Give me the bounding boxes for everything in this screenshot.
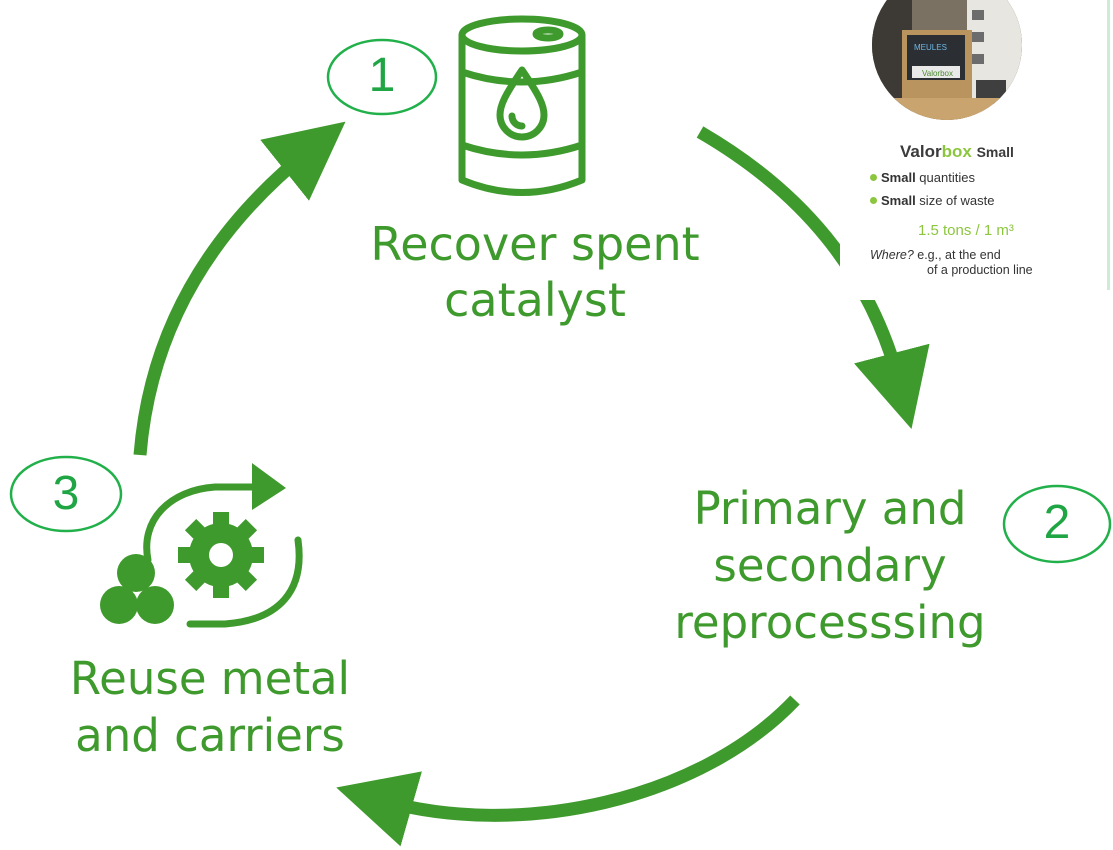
metal-reuse-gear-icon — [100, 463, 303, 628]
valorbox-product-card: MEULES Valorbox Valorbox Small Small qua… — [840, 0, 1113, 300]
bullet-dot-icon — [870, 197, 877, 204]
step-2-label-line: secondary — [713, 539, 947, 592]
valorbox-photo-illustration: MEULES Valorbox — [872, 0, 1022, 120]
step-2-label-line: reprocesssing — [674, 596, 986, 649]
product-size: Small — [976, 144, 1014, 160]
bullet-bold: Small — [881, 170, 916, 185]
step-3-label: Reuse metal and carriers — [40, 650, 380, 764]
step-3-number-circle — [9, 455, 123, 533]
step-1-label-line: catalyst — [444, 273, 626, 327]
product-bullet: Small quantities — [870, 170, 975, 185]
photo-label-valorbox: Valorbox — [922, 69, 953, 78]
where-line-1: e.g., at the end — [913, 248, 1001, 262]
product-bullet: Small size of waste — [870, 193, 994, 208]
product-brand-part2: box — [941, 142, 972, 161]
valorbox-photo: MEULES Valorbox — [872, 0, 1022, 120]
step-3-label-line: Reuse metal — [69, 652, 351, 705]
step-1-label: Recover spent catalyst — [330, 216, 740, 328]
bullet-text: size of waste — [915, 193, 995, 208]
arrow-step2-to-step3 — [336, 695, 800, 847]
step-3-label-line: and carriers — [75, 709, 345, 762]
arrow-step3-to-step1 — [133, 121, 346, 456]
step-2-label: Primary and secondary reprocesssing — [630, 480, 1030, 651]
step-2-number: 2 — [1043, 496, 1071, 549]
oil-barrel-icon — [458, 15, 586, 196]
bullet-dot-icon — [870, 174, 877, 181]
where-line-2: of a production line — [927, 263, 1033, 277]
step-1-number-circle — [326, 38, 438, 116]
product-capacity: 1.5 tons / 1 m³ — [918, 222, 1014, 239]
step-3-number: 3 — [52, 467, 80, 520]
step-2-number-circle — [1002, 484, 1112, 564]
product-brand-part1: Valor — [900, 142, 942, 161]
arrow-step1-to-step2 — [696, 126, 930, 430]
step-1-number: 1 — [368, 49, 396, 102]
card-edge-divider — [1107, 0, 1110, 290]
product-title: Valorbox Small — [900, 142, 1014, 162]
step-2-label-line: Primary and — [693, 482, 967, 535]
photo-label-meules: MEULES — [914, 43, 947, 52]
step-1-label-line: Recover spent — [370, 217, 700, 271]
where-label: Where? — [870, 248, 914, 262]
bullet-bold: Small — [881, 193, 916, 208]
bullet-text: quantities — [915, 170, 975, 185]
